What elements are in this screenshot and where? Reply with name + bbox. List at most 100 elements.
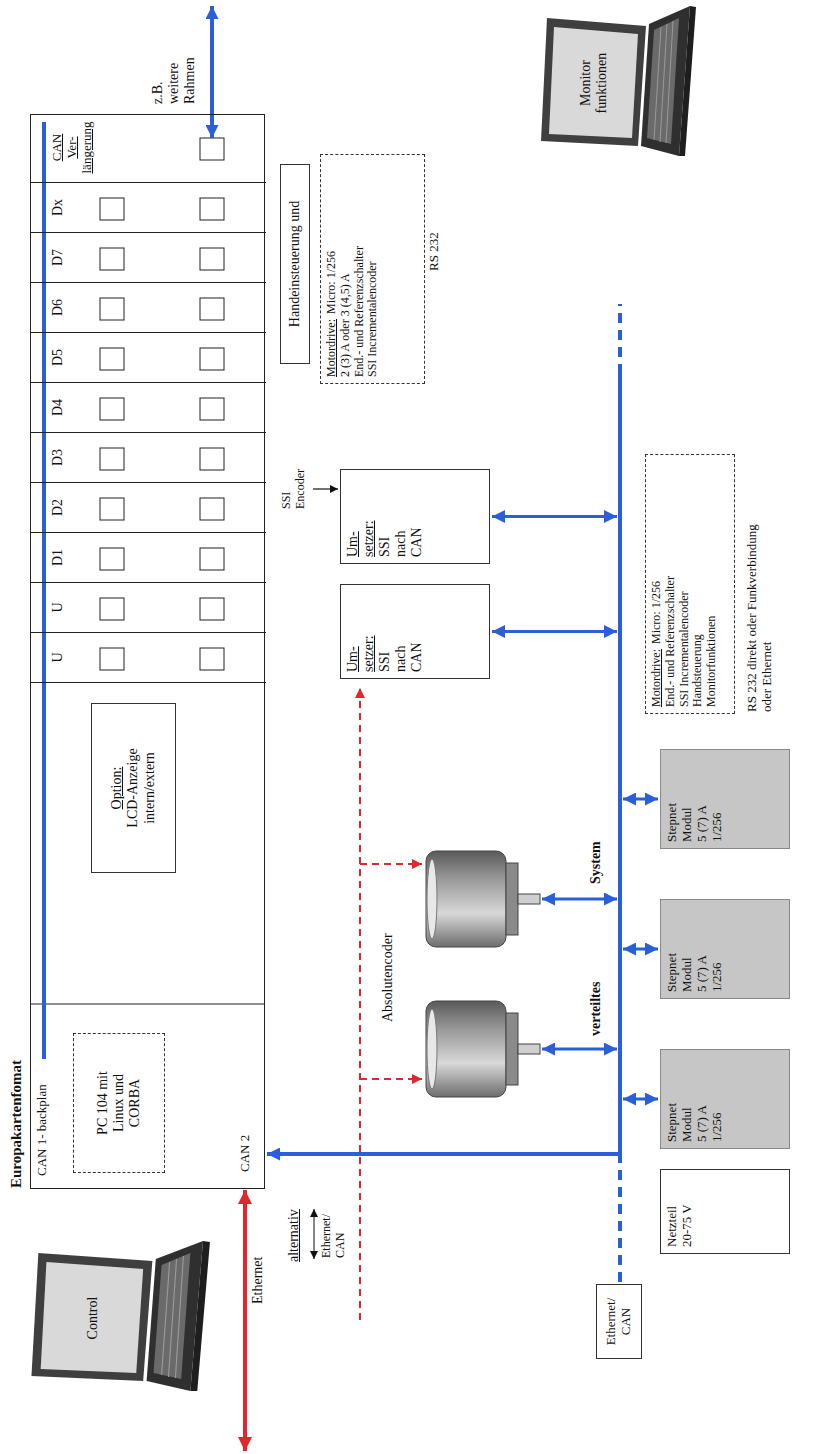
card-slots-part <box>200 448 224 470</box>
card-slot: Dx <box>31 183 266 233</box>
can-bus <box>618 374 622 1154</box>
laptop-outline <box>538 4 703 159</box>
card-slots-part <box>100 298 124 320</box>
card-slots-part <box>200 248 224 270</box>
rack-divider <box>30 1004 265 1005</box>
node-text: 2 (3) A oder 3 (4,5) A <box>339 161 353 377</box>
laptop-outline-part <box>549 27 638 138</box>
encoder-illustration-part <box>426 1001 506 1097</box>
node-text: D4 <box>50 383 66 432</box>
laptop-outline-part <box>679 6 696 156</box>
can-bus-drop-part <box>623 1098 658 1101</box>
label-text: SSI Encoder <box>280 469 308 509</box>
card-slots-part <box>100 198 124 220</box>
stepper-module: Stepnet Modul 5 (7) A 1/256 <box>660 899 790 999</box>
can-bus-drop-part <box>492 630 617 633</box>
can-bus-drop-part <box>492 515 617 518</box>
card-slots <box>100 138 224 670</box>
node-text: Netzteil 20-75 V <box>665 1199 695 1247</box>
card-slots-part <box>200 348 224 370</box>
node-text: U <box>50 633 66 682</box>
node-text: D6 <box>50 283 66 332</box>
edge-label: RS 232 <box>427 230 442 273</box>
laptop-screen: Control <box>49 1270 136 1366</box>
ethernet-dashed-line <box>360 863 422 865</box>
ethernet-dashed-line <box>360 1078 422 1080</box>
node-text: Micro: 1/256 <box>649 581 663 644</box>
manual-control-box: Handeinsteuerung und <box>280 164 310 364</box>
node-text: Option: <box>109 767 125 810</box>
can-bus-drop-part <box>623 798 658 801</box>
card-slots-part <box>200 648 224 670</box>
laptop-outline-part <box>41 1262 143 1373</box>
node-text: Micro: 1/256 <box>324 251 338 314</box>
encoder-illustration <box>426 1001 540 1097</box>
label-text: Ethernet/ CAN <box>320 1214 348 1258</box>
encoder-illustration-part <box>427 1009 437 1089</box>
card-slot: D4 <box>31 383 266 433</box>
label-text: alternativ <box>286 1209 302 1262</box>
gateway-box: Ethernet/ CAN <box>596 1284 642 1359</box>
node-text: LCD-Anzeige intern/extern <box>125 743 157 833</box>
card-slots-part <box>100 498 124 520</box>
lcd-option: Option:LCD-Anzeige intern/extern <box>91 703 176 873</box>
node-text: Europakartenfomat <box>8 1060 25 1188</box>
cpu-board: PC 104 mit Linux und CORBA <box>73 1033 165 1173</box>
encoder-illustration-part <box>506 1013 518 1085</box>
can-bus-drop-part <box>542 898 617 901</box>
node-text: Handeinsteuerung und <box>287 201 303 327</box>
card-slots-part <box>200 298 224 320</box>
node-text: SSI nach CAN <box>377 527 425 557</box>
can-bus-drop <box>492 517 658 1100</box>
node-text: Monitor funktionen <box>578 35 610 131</box>
can-backplane <box>42 122 46 1059</box>
can-bus-continued <box>618 304 622 374</box>
alternative-arrow <box>314 1209 315 1259</box>
node-text: SSI Incrementalencoder <box>366 161 380 377</box>
can-extension-arrow <box>210 6 214 138</box>
rack-frame: EuropakartenfomatPC 104 mit Linux und CO… <box>30 114 265 1189</box>
can-extension-slot: CAN Ver- längerung <box>31 113 266 183</box>
converter-box: Um- setzer:SSI nach CAN <box>340 469 490 564</box>
laptop-outline-part <box>154 1253 191 1379</box>
card-slots-part <box>200 548 224 570</box>
card-slots-part <box>100 448 124 470</box>
can2-link <box>267 1152 620 1156</box>
card-slots-part <box>200 498 224 520</box>
encoder-signal-arrow <box>313 488 338 489</box>
node-text: Stepnet Modul 5 (7) A 1/256 <box>665 1100 725 1142</box>
card-slots-part <box>100 248 124 270</box>
card-slots-part <box>100 398 124 420</box>
card-slot: D1 <box>31 533 266 583</box>
node-text: Stepnet Modul 5 (7) A 1/256 <box>665 950 725 992</box>
node-text: U <box>50 583 66 632</box>
node-text: PC 104 mit Linux und CORBA <box>95 1066 143 1141</box>
card-slots-part <box>100 598 124 620</box>
card-slots-part <box>200 398 224 420</box>
node-text: Um- setzer: <box>345 520 377 557</box>
laptop-screen: Monitor funktionen <box>556 35 632 131</box>
node-text: D5 <box>50 333 66 382</box>
label-text: Absolutencoder <box>380 933 396 1022</box>
encoder-illustration-part <box>518 894 540 904</box>
node-text: Stepnet Modul 5 (7) A 1/256 <box>665 800 725 842</box>
power-supply-box: Netzteil 20-75 V <box>660 1169 790 1254</box>
motordrive-box: Motordrive:Micro: 1/256End.- und Referen… <box>645 454 735 714</box>
motordrive-box: Motordrive:Micro: 1/2562 (3) A oder 3 (4… <box>320 154 425 384</box>
node-text: Um- setzer: <box>345 635 377 672</box>
text-line: Motordrive:Micro: 1/256 <box>325 161 339 377</box>
encoder-illustration-part <box>426 851 506 947</box>
label-text: Ethernet <box>250 1257 266 1304</box>
card-slot: D7 <box>31 233 266 283</box>
node-text: D3 <box>50 433 66 482</box>
card-slot: U <box>31 583 266 633</box>
can-bus-drop-part <box>623 948 658 951</box>
node-text: Control <box>85 1297 101 1340</box>
node-text: Monitorfunktionen <box>705 461 719 707</box>
can-bus-continued <box>618 1154 622 1282</box>
laptop-outline-part <box>654 21 673 143</box>
stepper-module: Stepnet Modul 5 (7) A 1/256 <box>660 1049 790 1149</box>
label-text: RS 232 direkt oder Funkverbindung oder E… <box>745 507 775 712</box>
converter-box: Um- setzer:SSI nach CAN <box>340 584 490 679</box>
